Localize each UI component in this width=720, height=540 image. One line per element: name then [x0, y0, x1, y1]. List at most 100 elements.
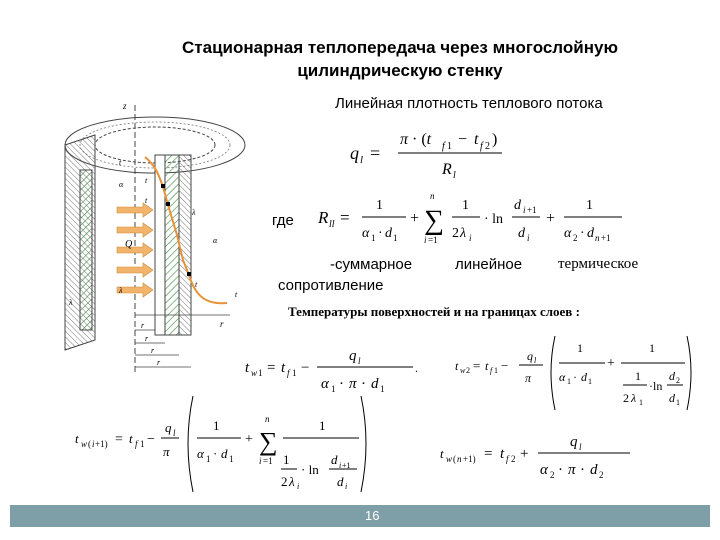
svg-text:i: i	[424, 235, 427, 245]
svg-text:1: 1	[649, 341, 655, 355]
q-label: Q	[125, 239, 133, 250]
svg-text:·: ·	[558, 462, 563, 478]
svg-text:d: d	[669, 369, 676, 383]
svg-text:1: 1	[462, 198, 469, 213]
r2-label: r	[145, 334, 149, 343]
svg-text:1: 1	[447, 141, 452, 152]
svg-text:l: l	[360, 154, 363, 166]
svg-text:=: =	[370, 143, 380, 163]
svg-text:d: d	[331, 452, 338, 467]
desc-summary: -суммарное	[330, 256, 413, 273]
svg-text:t: t	[281, 360, 286, 376]
svg-text:=: =	[340, 208, 350, 227]
svg-text:d: d	[587, 226, 595, 241]
layer-1	[154, 154, 166, 336]
temperature-curve	[144, 156, 228, 305]
svg-text:i: i	[297, 482, 299, 491]
svg-text:π: π	[568, 462, 576, 478]
svg-text:f: f	[442, 141, 446, 152]
slide-footer: 16	[10, 505, 710, 527]
svg-text:q: q	[349, 348, 357, 364]
tf2-label: t	[235, 290, 238, 299]
svg-text:l: l	[534, 356, 537, 365]
tw3-marker	[187, 272, 191, 276]
svg-text:2: 2	[676, 376, 680, 385]
svg-text:n: n	[595, 233, 600, 243]
tw3-label: t	[195, 280, 198, 289]
svg-text:d: d	[371, 376, 379, 392]
svg-text:1: 1	[283, 452, 290, 467]
title-line-1: Стационарная теплопередача через многосл…	[182, 38, 618, 57]
svg-text:1: 1	[258, 368, 263, 378]
tw1-label: t	[145, 176, 148, 185]
lambda3-label: λ	[118, 286, 123, 295]
svg-text:1: 1	[393, 233, 398, 243]
svg-text:t: t	[474, 131, 479, 148]
where-label: где	[272, 212, 294, 229]
svg-text:q: q	[350, 143, 359, 163]
svg-text:f: f	[506, 454, 510, 464]
svg-text:1: 1	[676, 398, 680, 407]
svg-text:·: ·	[580, 462, 585, 478]
svg-text:d: d	[514, 198, 522, 213]
svg-text:i: i	[345, 482, 347, 491]
svg-text:=: =	[484, 446, 492, 462]
svg-text:+: +	[410, 210, 419, 227]
lambda1-label: λ	[68, 298, 73, 307]
svg-text:(: (	[453, 454, 456, 464]
svg-text:q: q	[165, 420, 172, 435]
svg-text:R: R	[441, 161, 452, 178]
svg-text:1: 1	[319, 418, 326, 433]
svg-text:d: d	[337, 474, 344, 489]
svg-text:=1: =1	[263, 456, 273, 466]
svg-text:·: ·	[378, 226, 383, 241]
svg-text:∑: ∑	[259, 427, 278, 456]
svg-text:d: d	[669, 391, 676, 405]
svg-text:+: +	[245, 432, 253, 447]
svg-text:1: 1	[140, 439, 145, 449]
svg-text:· ln: · ln	[301, 462, 319, 477]
svg-text:i: i	[339, 461, 341, 470]
svg-text:2: 2	[485, 141, 490, 152]
svg-text:2: 2	[550, 470, 555, 480]
svg-text:+1: +1	[342, 461, 351, 470]
svg-text:+1: +1	[527, 205, 537, 215]
svg-text:−: −	[458, 131, 467, 148]
svg-text:l: l	[579, 442, 582, 452]
svg-text:π · (t: π · (t	[400, 131, 432, 148]
svg-text:1: 1	[494, 366, 498, 375]
svg-text:+: +	[546, 210, 555, 227]
page-number: 16	[365, 508, 380, 523]
svg-text:q: q	[570, 434, 578, 450]
svg-text:· ln: · ln	[484, 212, 503, 227]
svg-text:=: =	[115, 432, 123, 447]
svg-text:.: .	[415, 361, 418, 375]
svg-text:1: 1	[292, 368, 297, 378]
alpha1-label: α	[119, 180, 124, 189]
svg-text:1: 1	[331, 384, 336, 394]
svg-text:·: ·	[361, 376, 366, 392]
svg-text:2: 2	[281, 474, 288, 489]
layer-2	[164, 154, 180, 336]
svg-text:α: α	[559, 370, 566, 384]
svg-text:α: α	[321, 376, 330, 392]
desc-resistance: сопротивление	[278, 277, 384, 294]
desc-linear: линейное	[455, 256, 523, 273]
title-line-2: цилиндрическую стенку	[297, 61, 503, 80]
svg-text:−: −	[147, 432, 155, 447]
layer-3	[178, 154, 192, 336]
svg-text:f: f	[135, 439, 139, 449]
svg-text:f: f	[287, 368, 291, 378]
svg-text:·: ·	[573, 370, 577, 384]
svg-text:α: α	[540, 462, 549, 478]
subtitle: Линейная плотность теплового потока	[335, 95, 603, 112]
tw1-marker	[161, 184, 165, 188]
svg-text:w: w	[251, 368, 257, 378]
svg-text:=: =	[473, 358, 480, 373]
svg-text:t: t	[245, 360, 250, 376]
lambda2-label: λ	[191, 208, 196, 217]
svg-text:n: n	[265, 414, 270, 424]
